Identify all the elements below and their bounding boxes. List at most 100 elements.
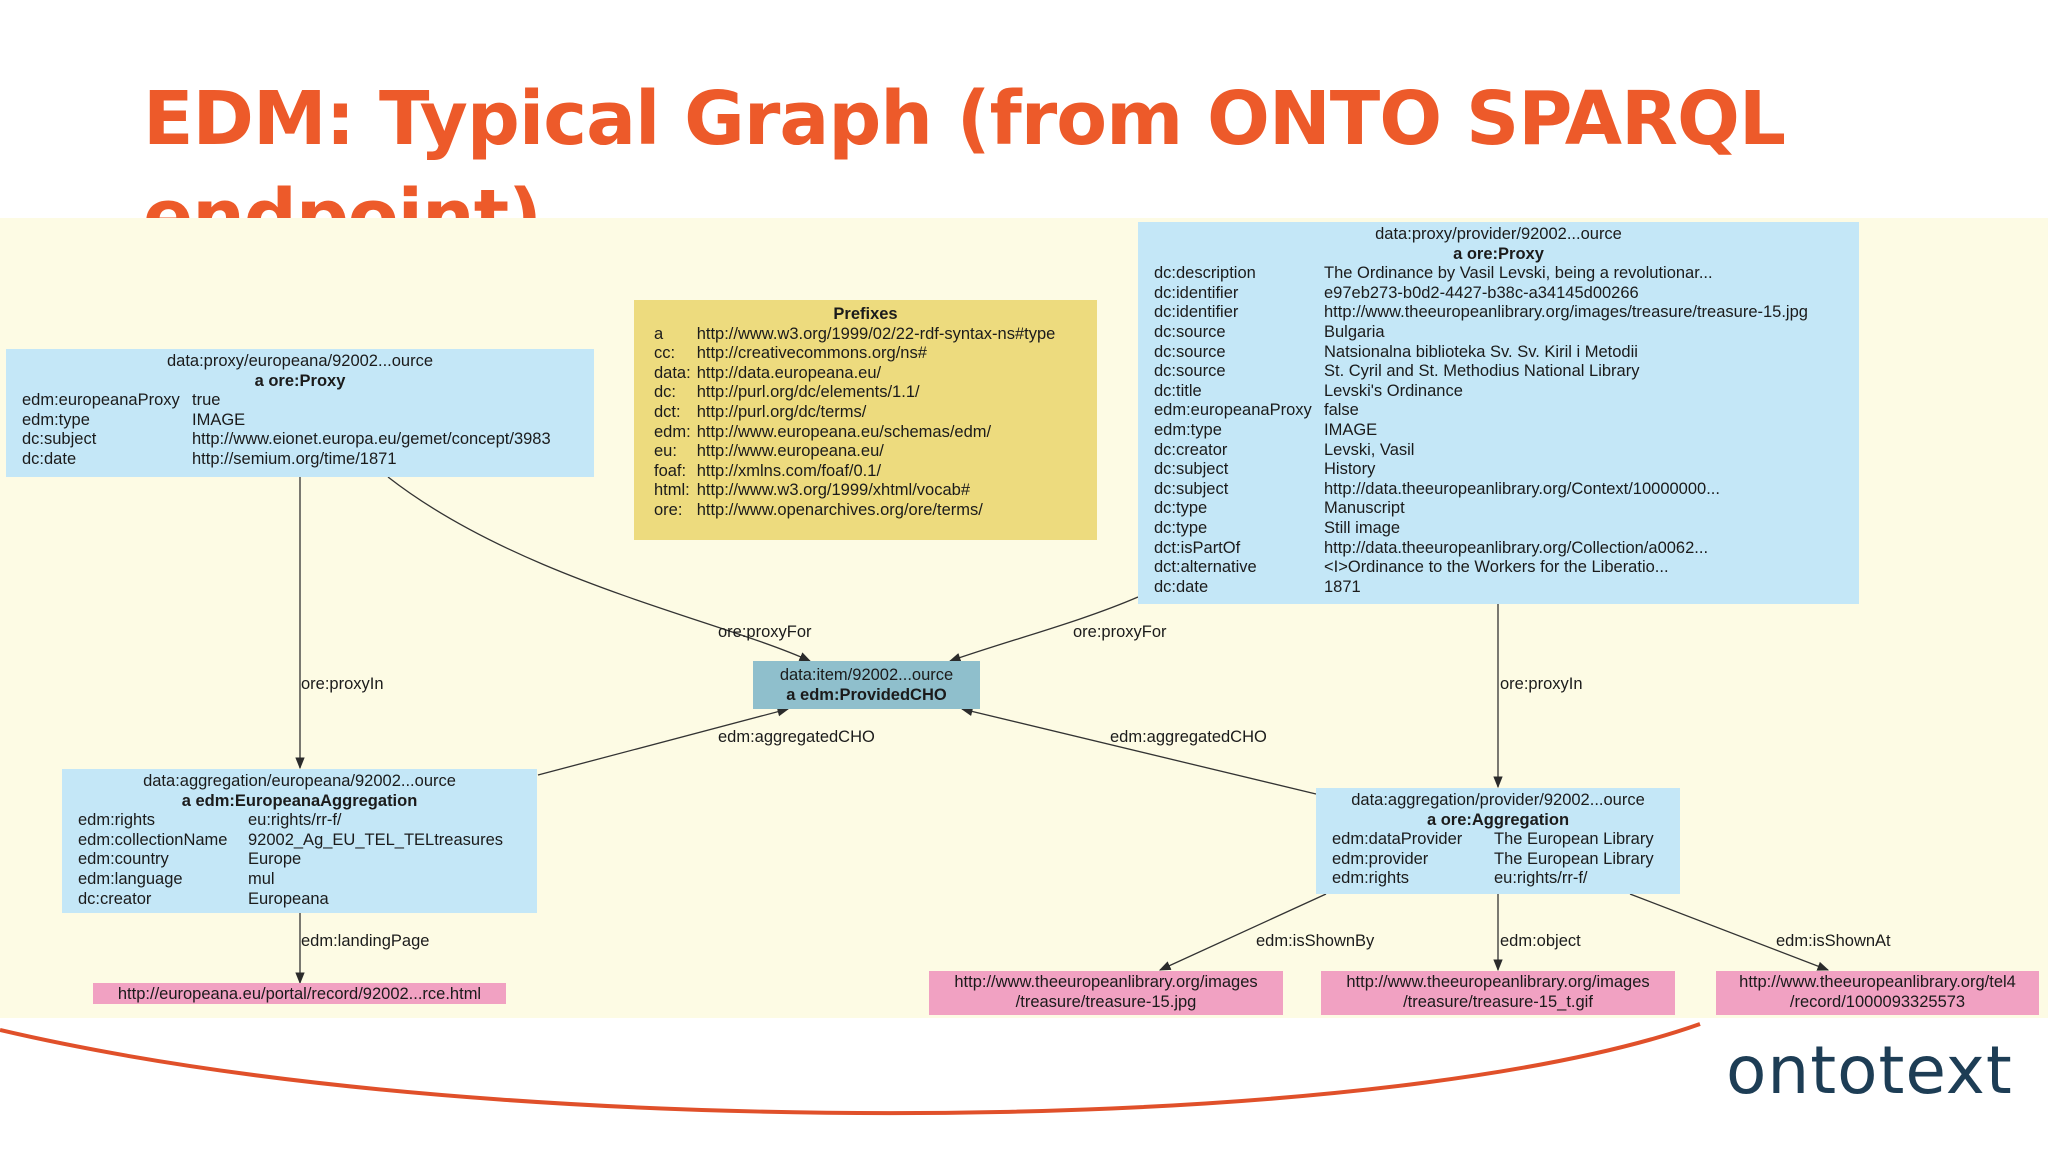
property-key: dc:creator — [1154, 440, 1228, 459]
property-value: http://data.europeana.eu/ — [696, 363, 882, 382]
node-landing-page: http://europeana.eu/portal/record/92002.… — [93, 983, 506, 1004]
property-value: IMAGE — [1324, 420, 1378, 439]
property-row: dct:alternative<I>Ordinance to the Worke… — [1154, 558, 1808, 578]
node-shown-by: http://www.theeuropeanlibrary.org/images… — [929, 971, 1283, 1015]
property-row: edm:europeanaProxy false — [1154, 401, 1808, 421]
prefix-row: eu:http://www.europeana.eu/ — [654, 442, 1055, 462]
node-type: a ore:Proxy — [254, 371, 346, 390]
edge-shownby — [1158, 893, 1327, 971]
prefix-row: dct:http://purl.org/dc/terms/ — [654, 403, 1055, 423]
node-header: data:item/92002...ource — [779, 666, 954, 684]
property-key: dc:description — [1154, 264, 1256, 283]
property-key: dc: — [654, 383, 677, 402]
resource-uri-line2: /treasure/treasure-15_t.gif — [1403, 993, 1593, 1011]
property-key: cc: — [654, 344, 676, 363]
property-value: 92002_Ag_EU_TEL_TELtreasures — [248, 830, 503, 849]
property-key: dc:subject — [1154, 460, 1229, 479]
prefix-row: html:http://www.w3.org/1999/xhtml/vocab# — [654, 481, 1055, 501]
prefix-row: data:http://data.europeana.eu/ — [654, 364, 1055, 384]
node-provider-aggregation: data:aggregation/provider/92002...ource … — [1316, 788, 1680, 894]
property-row: dc:subject History — [1154, 460, 1808, 480]
node-europeana-proxy: data:proxy/europeana/92002...ource a ore… — [6, 349, 594, 477]
property-value: Europe — [248, 850, 302, 869]
node-header: data:proxy/europeana/92002...ource — [166, 352, 434, 370]
property-value: false — [1324, 401, 1359, 420]
node-provider-proxy: data:proxy/provider/92002...ource a ore:… — [1138, 222, 1859, 604]
property-row: dc:subject http://data.theeuropeanlibrary… — [1154, 480, 1808, 500]
node-header: data:aggregation/europeana/92002...ource — [143, 772, 456, 790]
property-key: dc:subject — [1154, 479, 1229, 498]
property-table: edm:rights eu:rights/rr-f/edm:collectionN… — [78, 811, 503, 909]
edge-label-landing: edm:landingPage — [301, 932, 430, 950]
property-value: 1871 — [1324, 577, 1361, 596]
resource-uri-line1: http://www.theeuropeanlibrary.org/images — [1346, 973, 1650, 991]
node-header: data:proxy/provider/92002...ource — [1375, 225, 1622, 243]
property-row: edm:language mul — [78, 870, 503, 890]
property-value: History — [1324, 460, 1376, 479]
edge-label-proxyfor-right: ore:proxyFor — [1073, 623, 1167, 641]
resource-uri: http://europeana.eu/portal/record/92002.… — [117, 985, 482, 1003]
property-table: dc:description The Ordinance by Vasil Lev… — [1154, 264, 1808, 597]
property-value: http://data.theeuropeanlibrary.org/Colle… — [1324, 538, 1709, 557]
property-value: The Ordinance by Vasil Levski, being a r… — [1324, 264, 1713, 283]
property-value: http://www.w3.org/1999/02/22-rdf-syntax-… — [696, 324, 1056, 343]
node-type: a edm:EuropeanaAggregation — [181, 791, 418, 810]
property-key: edm:provider — [1332, 849, 1429, 868]
property-value: http://data.theeuropeanlibrary.org/Conte… — [1324, 479, 1720, 498]
property-key: foaf: — [654, 461, 687, 480]
edge-proxyfor-left — [387, 476, 812, 662]
property-row: dc:description The Ordinance by Vasil Lev… — [1154, 264, 1808, 284]
property-value: http://semium.org/time/1871 — [192, 449, 397, 468]
slide-title: EDM: Typical Graph (from ONTO SPARQL end… — [143, 76, 1786, 218]
property-value: eu:rights/rr-f/ — [248, 811, 342, 830]
ontotext-logo: ontotext — [1726, 1032, 2013, 1109]
property-key: edm:language — [78, 869, 183, 888]
resource-uri-line2: /record/1000093325573 — [1789, 993, 1966, 1011]
property-value: http://creativecommons.org/ns# — [696, 344, 927, 363]
property-key: html: — [654, 481, 690, 500]
property-key: edm:type — [1154, 420, 1222, 439]
property-value: mul — [248, 869, 275, 888]
property-value: St. Cyril and St. Methodius National Lib… — [1324, 362, 1640, 381]
property-key: dc:source — [1154, 362, 1226, 381]
property-key: edm:europeanaProxy — [1154, 401, 1312, 420]
edge-label-proxyin-left: ore:proxyIn — [301, 675, 384, 693]
property-key: ore: — [654, 500, 683, 519]
property-key: dc:creator — [78, 889, 152, 908]
property-key: edm:dataProvider — [1332, 830, 1463, 849]
property-key: edm:rights — [78, 811, 156, 830]
property-key: dc:type — [1154, 499, 1208, 518]
prefix-table: a http://www.w3.org/1999/02/22-rdf-syntax… — [654, 325, 1055, 521]
property-key: a — [654, 324, 664, 343]
prefix-row: dc: http://purl.org/dc/elements/1.1/ — [654, 383, 1055, 403]
prefix-row: edm:http://www.europeana.eu/schemas/edm/ — [654, 423, 1055, 443]
property-key: edm:type — [22, 410, 90, 429]
edge-label-shownby: edm:isShownBy — [1256, 932, 1375, 950]
edge-label-shownat: edm:isShownAt — [1776, 932, 1891, 950]
property-value: eu:rights/rr-f/ — [1494, 869, 1588, 888]
property-value: <I>Ordinance to the Workers for the Libe… — [1324, 558, 1669, 577]
property-value: http://purl.org/dc/elements/1.1/ — [696, 383, 920, 402]
resource-uri-line1: http://www.theeuropeanlibrary.org/tel4 — [1739, 973, 2016, 991]
edge-label-aggcho-right: edm:aggregatedCHO — [1110, 728, 1267, 746]
prefixes-title: Prefixes — [833, 305, 898, 323]
property-value: e97eb273-b0d2-4427-b38c-a34145d00266 — [1324, 283, 1639, 302]
property-value: Europeana — [248, 889, 329, 908]
property-value: http://www.eionet.europa.eu/gemet/concep… — [192, 430, 551, 449]
property-key: edm:rights — [1332, 869, 1410, 888]
